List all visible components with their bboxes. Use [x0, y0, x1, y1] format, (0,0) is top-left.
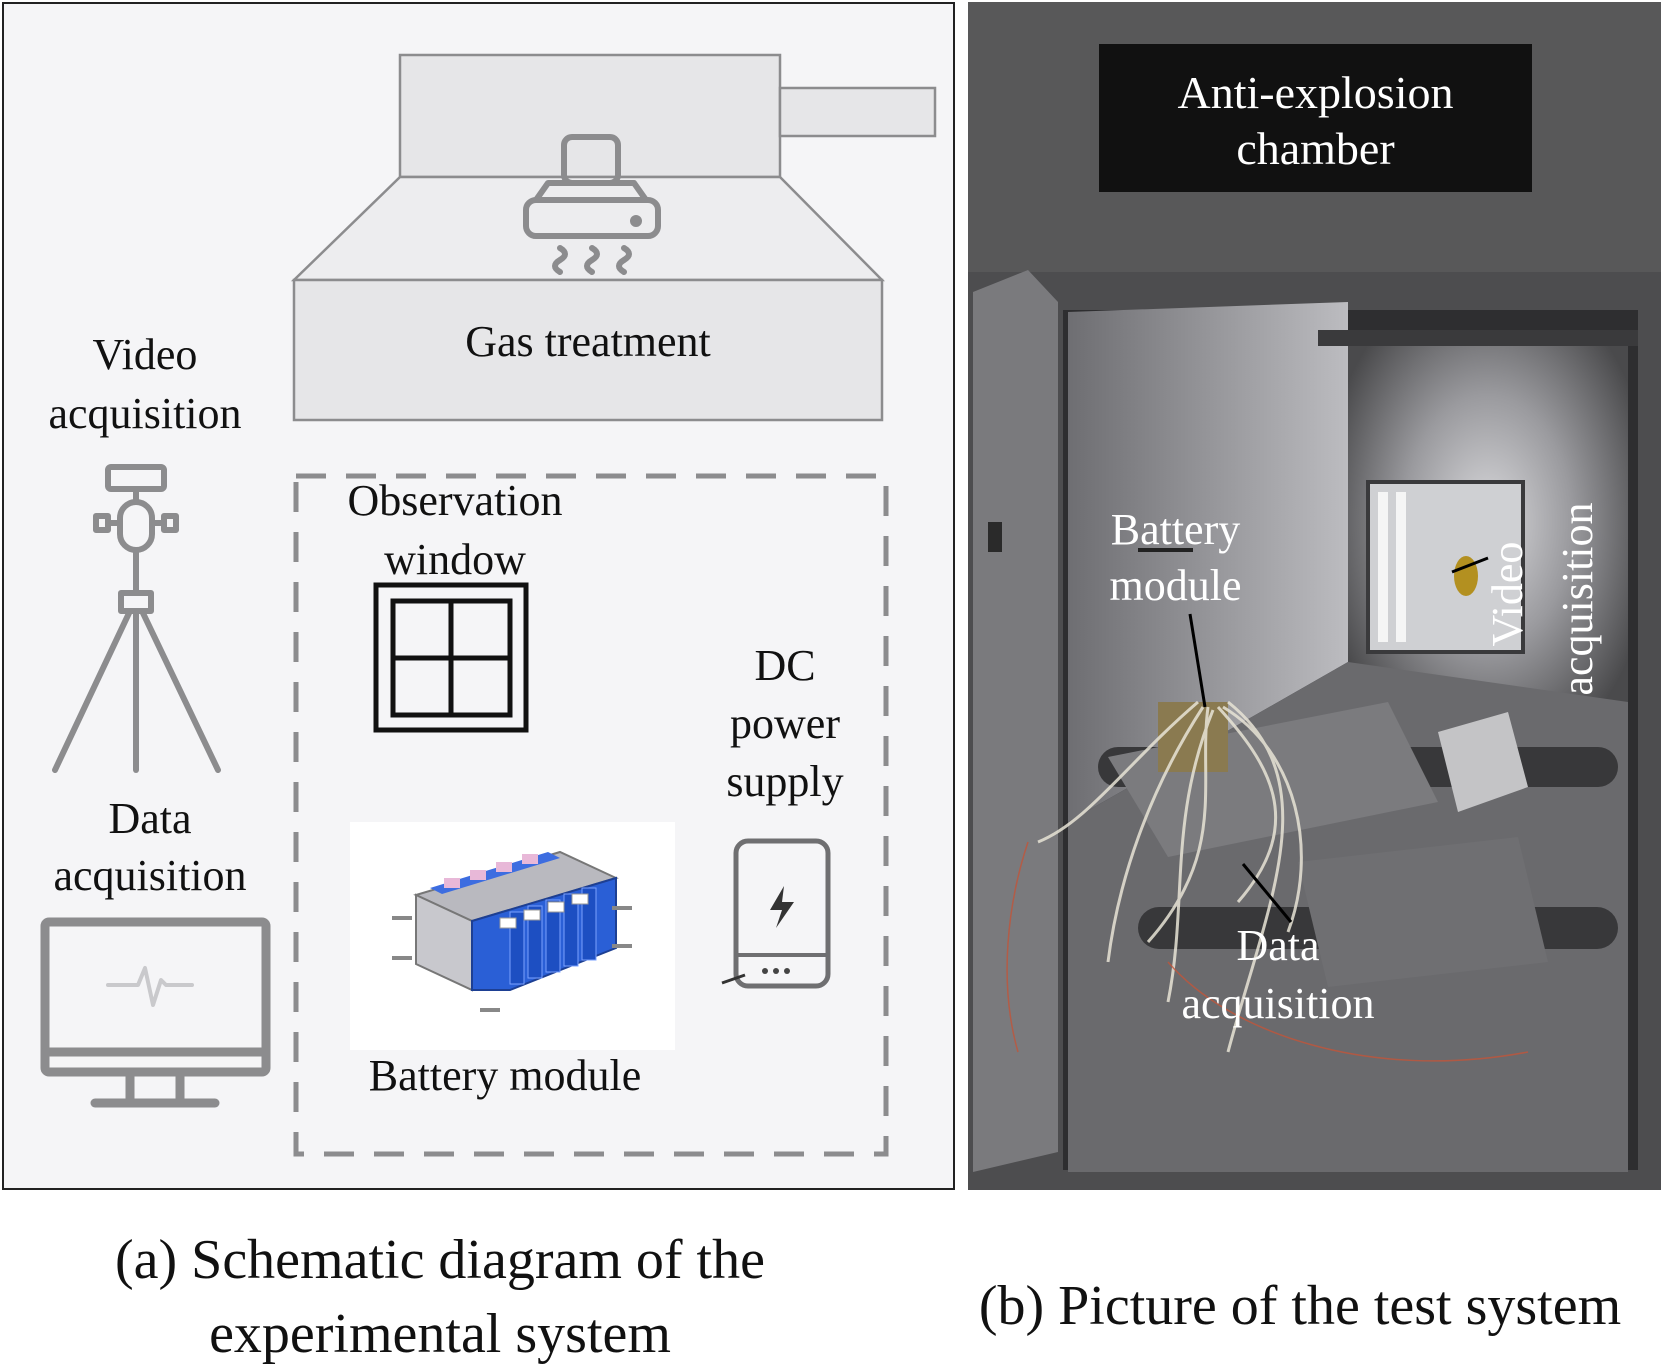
fan-icon: [523, 134, 661, 275]
photo-graphics: [968, 2, 1661, 1190]
anti-explosion-chamber-label-line1: Anti-explosion: [1177, 67, 1454, 118]
battery-module-label: Battery module: [368, 1051, 642, 1100]
test-system-photo: Anti-explosion chamber Battery module Da…: [968, 2, 1661, 1190]
battery-module-icon: [350, 822, 675, 1050]
video-acquisition-label-line1: Video: [92, 330, 198, 379]
photo-data-acquisition-label-line2: acquisition: [1181, 979, 1375, 1028]
chamber-dashed-outline: [293, 473, 889, 1157]
tripod-camera-icon: [52, 464, 221, 773]
caption-a-line1: (a) Schematic diagram of the: [115, 1229, 765, 1291]
caption-a-line2: experimental system: [209, 1303, 671, 1365]
exhaust-hood-icon: [290, 53, 937, 422]
photo-data-acquisition-label-line1: Data: [1236, 921, 1320, 970]
observation-window-label-line1: Observation: [347, 476, 563, 525]
dc-power-label-line2: power: [730, 699, 840, 748]
dc-power-label-line1: DC: [754, 641, 816, 690]
observation-window-label-line2: window: [384, 535, 526, 584]
power-bank-icon: [721, 838, 831, 989]
video-acquisition-label-line2: acquisition: [48, 389, 242, 438]
photo-video-acquisition-label-line2: acquisition: [1553, 502, 1602, 696]
monitor-icon: [40, 917, 271, 1108]
gas-treatment-label: Gas treatment: [465, 317, 711, 366]
anti-explosion-chamber-label-line2: chamber: [1236, 123, 1395, 174]
data-acquisition-label-line1: Data: [108, 794, 192, 843]
photo-battery-module-label-line1: Battery: [1110, 505, 1241, 554]
photo-battery-module-label-line2: module: [1109, 561, 1242, 610]
window-icon: [373, 582, 529, 733]
dc-power-label-line3: supply: [726, 757, 844, 806]
photo-video-acquisition-label-line1: Video: [1483, 541, 1532, 647]
data-acquisition-label-line2: acquisition: [53, 851, 247, 900]
caption-b: (b) Picture of the test system: [978, 1275, 1622, 1337]
